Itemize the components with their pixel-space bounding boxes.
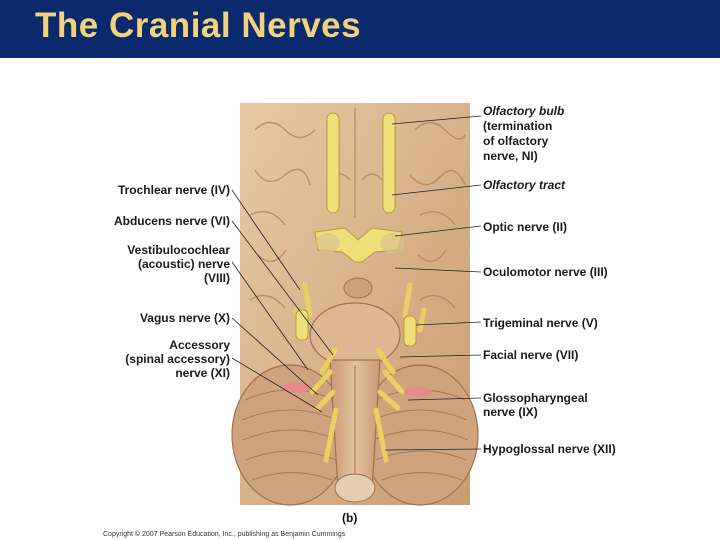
title-bar <box>0 0 720 58</box>
label-olfactory-bulb-line2: (termination <box>483 119 553 133</box>
label-glossopharyngeal-nerve: Glossopharyngeal <box>483 391 588 405</box>
label-olfactory-bulb-line4: nerve, NI) <box>483 149 538 163</box>
label-hypoglossal-nerve: Hypoglossal nerve (XII) <box>483 442 616 456</box>
label-vestibulocochlear-nerve-line3: (VIII) <box>204 271 230 285</box>
figure-label: (b) <box>342 511 358 525</box>
page-title: The Cranial Nerves <box>35 6 362 45</box>
label-vestibulocochlear-nerve: Vestibulocochlear <box>127 243 230 257</box>
label-accessory-nerve: Accessory <box>169 338 230 352</box>
label-vagus-nerve: Vagus nerve (X) <box>139 311 230 325</box>
label-vestibulocochlear-nerve-line2: (acoustic) nerve <box>137 257 230 271</box>
choroid-left <box>282 383 310 393</box>
label-facial-nerve: Facial nerve (VII) <box>483 348 579 362</box>
label-oculomotor-nerve: Oculomotor nerve (III) <box>483 265 608 279</box>
choroid-right <box>404 387 432 397</box>
pons <box>309 302 401 368</box>
olfactory-nerves <box>326 112 396 214</box>
label-trigeminal-nerve: Trigeminal nerve (V) <box>483 316 598 330</box>
gyri-pattern <box>249 108 466 309</box>
label-glossopharyngeal-nerve-line2: nerve (IX) <box>483 405 538 419</box>
label-abducens-nerve: Abducens nerve (VI) <box>113 214 230 228</box>
label-olfactory-tract: Olfactory tract <box>483 178 566 192</box>
label-accessory-nerve-line3: nerve (XI) <box>175 366 230 380</box>
label-trochlear-nerve: Trochlear nerve (IV) <box>117 183 230 197</box>
label-olfactory-bulb: Olfactory bulb <box>483 104 565 118</box>
mammillary-bodies <box>343 277 373 299</box>
label-accessory-nerve-line2: (spinal accessory) <box>125 352 230 366</box>
label-optic-nerve: Optic nerve (II) <box>483 220 568 234</box>
spinal-cord-cut <box>334 473 376 503</box>
leader-lines <box>231 115 482 451</box>
label-olfactory-bulb-line3: of olfactory <box>483 134 549 148</box>
copyright-text: Copyright © 2007 Pearson Education, Inc.… <box>103 531 346 538</box>
